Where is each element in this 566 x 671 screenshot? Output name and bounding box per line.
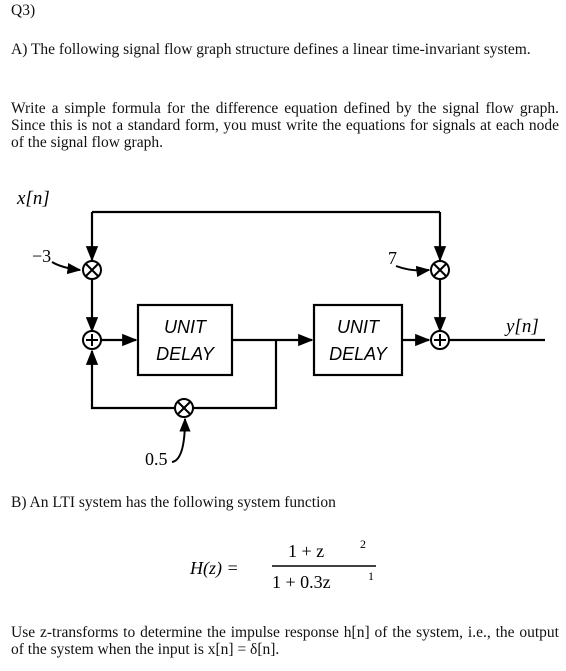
unit-delay-block-2: UNIT DELAY bbox=[312, 303, 404, 377]
part-b-intro: B) An LTI system has the following syste… bbox=[11, 494, 336, 511]
input-branch-lines bbox=[85, 210, 447, 262]
formula-numerator-exp: 2 bbox=[360, 537, 366, 551]
gain-right-arrow bbox=[395, 265, 431, 278]
gain-right-label: 7 bbox=[388, 248, 397, 268]
feedback-path bbox=[85, 340, 278, 410]
signal-flow-graph: x[n] −3 7 UNIT DELAY bbox=[16, 188, 545, 469]
question-number: Q3) bbox=[11, 2, 36, 19]
part-a-task: Write a simple formula for the differenc… bbox=[11, 100, 559, 151]
adder-left bbox=[82, 330, 102, 350]
formula-denominator-exp: 1 bbox=[368, 569, 374, 583]
system-function-formula: H(z) = 1 + z 2 1 + 0.3z 1 bbox=[189, 537, 376, 592]
multiplier-left bbox=[82, 260, 102, 280]
gain-left-arrow bbox=[51, 261, 82, 275]
delay2-label-line2: DELAY bbox=[329, 344, 389, 364]
input-label: x[n] bbox=[16, 188, 50, 209]
delay2-label-line1: UNIT bbox=[337, 317, 381, 337]
formula-lhs: H(z) = bbox=[189, 558, 239, 579]
unit-delay-block-1: UNIT DELAY bbox=[136, 303, 234, 377]
gain-left-label: −3 bbox=[32, 246, 51, 266]
multiplier-feedback bbox=[174, 398, 194, 418]
part-b-task: Use z-transforms to determine the impuls… bbox=[11, 624, 559, 658]
gain-feedback-label: 0.5 bbox=[145, 449, 168, 469]
multiplier-right bbox=[430, 260, 450, 280]
part-a-intro: A) The following signal flow graph struc… bbox=[11, 41, 531, 58]
adder-right bbox=[430, 330, 450, 350]
delay1-label-line2: DELAY bbox=[156, 344, 216, 364]
output-label: y[n] bbox=[504, 316, 539, 337]
formula-denominator: 1 + 0.3z bbox=[272, 572, 331, 592]
delay1-label-line1: UNIT bbox=[164, 317, 208, 337]
gain-feedback-arrow bbox=[171, 417, 191, 463]
formula-numerator: 1 + z bbox=[288, 541, 324, 561]
